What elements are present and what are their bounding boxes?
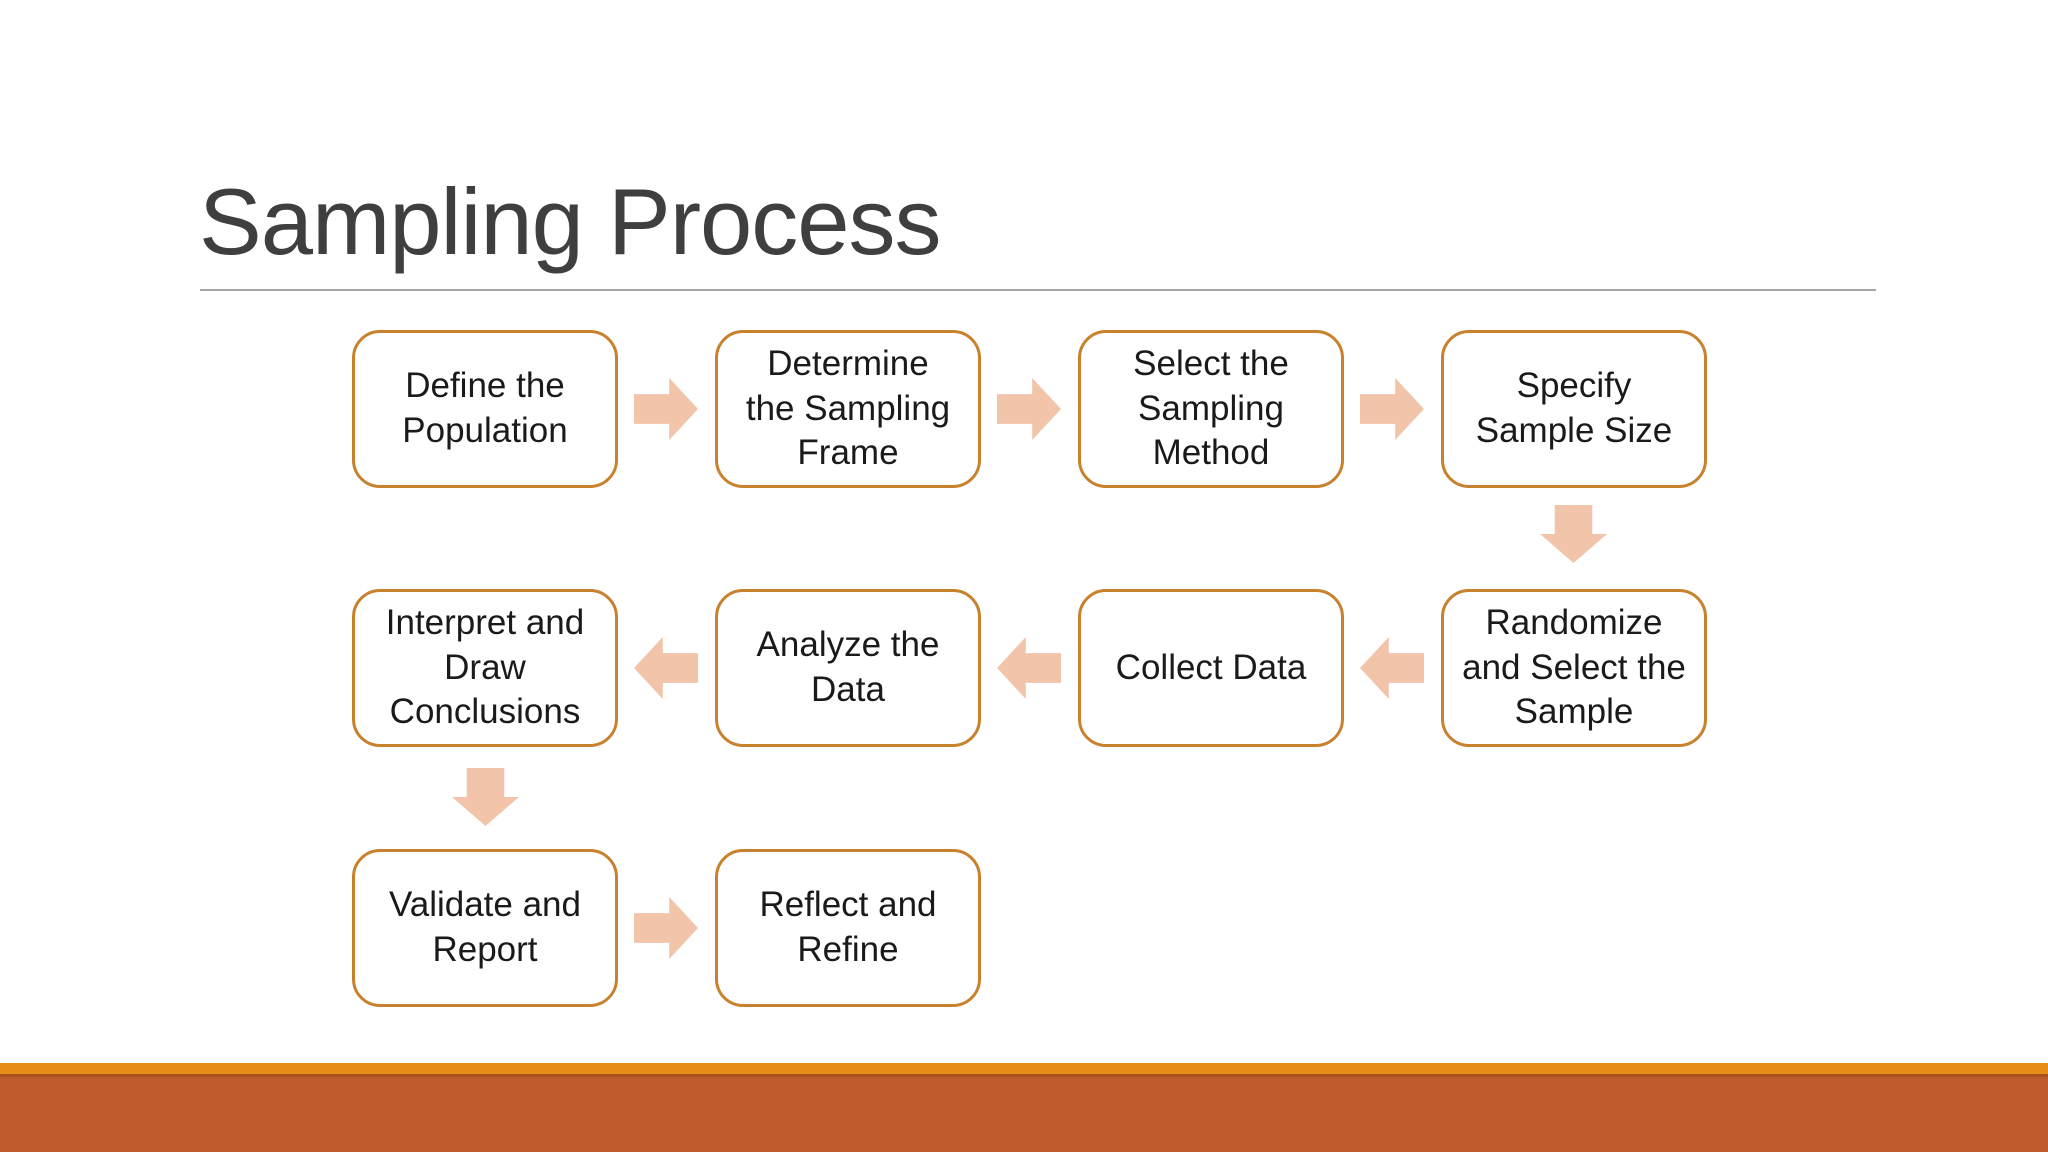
arrow-down-icon xyxy=(1540,505,1607,563)
flow-step-specify-size: Specify Sample Size xyxy=(1441,330,1707,488)
arrow-right-icon xyxy=(634,378,698,440)
flow-step-label: Define the Population xyxy=(402,366,568,450)
arrow-left-icon xyxy=(997,637,1061,699)
flow-step-randomize-select: Randomize and Select the Sample xyxy=(1441,589,1707,747)
arrow-left-icon xyxy=(1360,637,1424,699)
arrow-left-icon xyxy=(634,637,698,699)
arrow-right-icon xyxy=(997,378,1061,440)
flow-step-reflect-refine: Reflect and Refine xyxy=(715,849,981,1007)
flow-step-analyze-data: Analyze the Data xyxy=(715,589,981,747)
flow-step-label: Analyze the Data xyxy=(756,625,940,709)
flow-step-collect-data: Collect Data xyxy=(1078,589,1344,747)
title-underline xyxy=(200,289,1876,291)
flow-step-interpret-conclusions: Interpret and Draw Conclusions xyxy=(352,589,618,747)
flow-step-label: Interpret and Draw Conclusions xyxy=(385,602,585,732)
slide-title: Sampling Process xyxy=(199,169,942,274)
flow-step-select-method: Select the Sampling Method xyxy=(1078,330,1344,488)
footer-gold-bar xyxy=(0,1063,2048,1074)
flow-step-determine-frame: Determine the Sampling Frame xyxy=(715,330,981,488)
flow-step-label: Specify Sample Size xyxy=(1475,366,1673,450)
footer-seam-line xyxy=(0,1074,2048,1077)
flow-step-label: Determine the Sampling Frame xyxy=(745,343,951,473)
flow-step-label: Validate and Report xyxy=(388,885,581,969)
flow-step-label: Randomize and Select the Sample xyxy=(1462,602,1686,732)
footer-rust-bar xyxy=(0,1077,2048,1152)
flow-step-define-population: Define the Population xyxy=(352,330,618,488)
flow-step-label: Select the Sampling Method xyxy=(1133,343,1289,473)
arrow-right-icon xyxy=(634,897,698,959)
arrow-down-icon xyxy=(452,768,519,826)
flow-step-validate-report: Validate and Report xyxy=(352,849,618,1007)
flow-step-label: Collect Data xyxy=(1115,647,1307,687)
flow-step-label: Reflect and Refine xyxy=(759,885,937,969)
arrow-right-icon xyxy=(1360,378,1424,440)
